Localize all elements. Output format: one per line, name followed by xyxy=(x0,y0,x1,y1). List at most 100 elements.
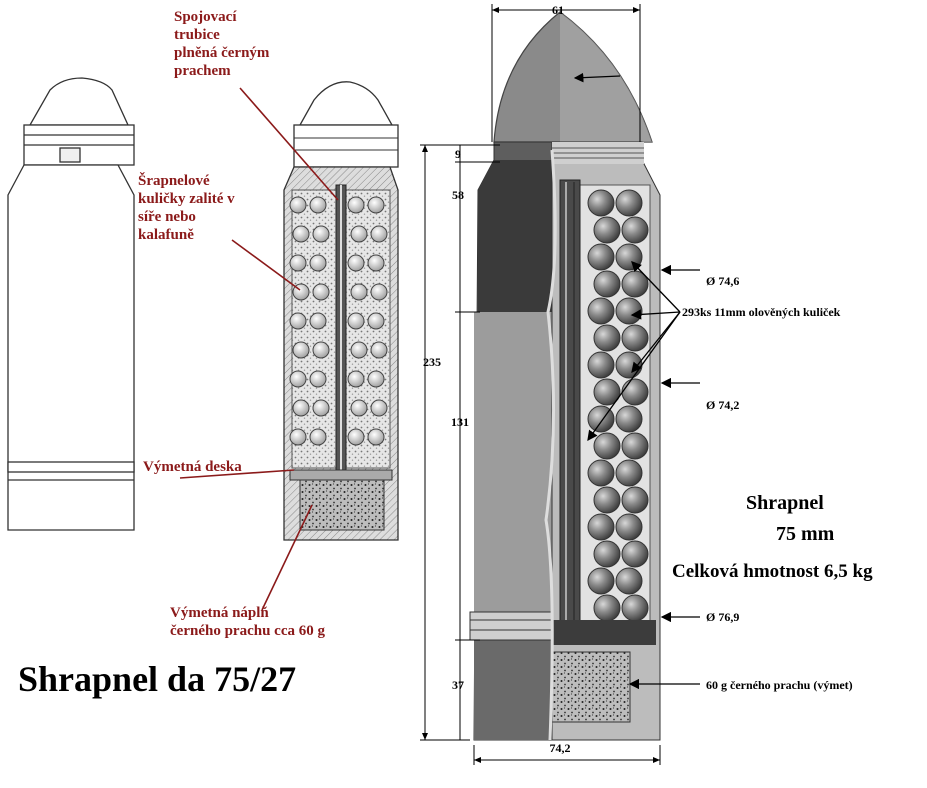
shrapnel-caliber: 75 mm xyxy=(776,523,835,545)
left-leader-lines xyxy=(179,87,339,611)
dimension-arrows xyxy=(422,7,660,763)
shrapnel-ball xyxy=(312,399,330,417)
lead-ball xyxy=(621,216,649,244)
shrapnel-ball xyxy=(370,225,388,243)
shrapnel-name: Shrapnel xyxy=(746,492,824,514)
shrapnel-ball xyxy=(347,196,365,214)
diameter-74-6: Ø 74,6 xyxy=(706,274,739,288)
dim-58: 58 xyxy=(452,188,464,202)
label-trubice: Spojovací trubice plněná černým prachem xyxy=(174,8,269,80)
diameter-74-2: Ø 74,2 xyxy=(706,398,739,412)
shrapnel-ball xyxy=(309,370,327,388)
dim-9: 9 xyxy=(455,147,461,161)
shrapnel-ball xyxy=(312,225,330,243)
label-kulicky: Šrapnelové kuličky zalité v síře nebo ka… xyxy=(138,172,235,244)
lead-ball xyxy=(587,351,615,379)
lead-ball xyxy=(621,324,649,352)
shrapnel-ball xyxy=(292,341,310,359)
shrapnel-ball xyxy=(350,283,368,301)
shrapnel-ball xyxy=(350,399,368,417)
lead-ball xyxy=(593,324,621,352)
label-kulicky-line: Šrapnelové xyxy=(138,173,210,189)
lead-ball xyxy=(593,594,621,622)
exterior-shell-drawing xyxy=(7,77,135,531)
shrapnel-ball xyxy=(309,196,327,214)
shrapnel-ball xyxy=(367,312,385,330)
shrapnel-ball xyxy=(347,428,365,446)
lead-ball xyxy=(587,297,615,325)
technical-cutaway xyxy=(469,11,661,741)
shrapnel-ball xyxy=(292,399,310,417)
lead-ball xyxy=(587,189,615,217)
lead-ball xyxy=(615,405,643,433)
shrapnel-ball xyxy=(350,225,368,243)
dim-top: 61 xyxy=(552,3,564,17)
label-vymetna-deska: Výmetná deska xyxy=(143,459,242,475)
lead-ball xyxy=(593,540,621,568)
lead-ball xyxy=(587,459,615,487)
lead-ball xyxy=(615,189,643,217)
label-trubice-line: trubice xyxy=(174,27,220,43)
lead-ball xyxy=(615,513,643,541)
lead-ball xyxy=(615,459,643,487)
shrapnel-ball xyxy=(289,312,307,330)
diameter-76-9: Ø 76,9 xyxy=(706,610,739,624)
shrapnel-ball xyxy=(370,283,388,301)
shrapnel-ball xyxy=(312,341,330,359)
lead-ball xyxy=(587,243,615,271)
annotation-arrows xyxy=(587,261,700,690)
dimension-lines xyxy=(420,4,661,765)
lead-ball xyxy=(593,432,621,460)
shrapnel-ball xyxy=(347,254,365,272)
lead-ball xyxy=(621,540,649,568)
lead-ball xyxy=(615,297,643,325)
dim-131: 131 xyxy=(451,415,469,429)
shrapnel-ball xyxy=(367,196,385,214)
lead-ball xyxy=(621,594,649,622)
dim-235: 235 xyxy=(423,355,441,369)
shrapnel-ball xyxy=(367,428,385,446)
label-kulicky-line: síře nebo xyxy=(138,209,196,225)
label-trubice-line: plněná černým xyxy=(174,45,270,61)
lead-ball xyxy=(621,378,649,406)
total-mass: Celková hmotnost 6,5 kg xyxy=(672,561,873,582)
lead-ball xyxy=(593,270,621,298)
left-title: Shrapnel da 75/27 xyxy=(18,659,297,699)
shrapnel-ball xyxy=(350,341,368,359)
shrapnel-ball xyxy=(370,399,388,417)
label-kulicky-line: kuličky zalité v xyxy=(138,191,235,207)
shrapnel-ball xyxy=(289,196,307,214)
lead-ball xyxy=(615,567,643,595)
shrapnel-ball xyxy=(289,370,307,388)
label-vymetna-napln: Výmetná náplň černého prachu cca 60 g xyxy=(170,604,325,640)
shrapnel-ball xyxy=(347,370,365,388)
label-trubice-line: prachem xyxy=(174,63,231,79)
label-napln-line: černého prachu cca 60 g xyxy=(170,623,325,639)
balls-label: 293ks 11mm olověných kuliček xyxy=(682,305,841,319)
lead-ball xyxy=(593,216,621,244)
label-napln-line: Výmetná náplň xyxy=(170,605,269,621)
shrapnel-ball xyxy=(312,283,330,301)
dim-37: 37 xyxy=(452,678,464,692)
lead-ball xyxy=(615,243,643,271)
shrapnel-ball xyxy=(292,225,310,243)
lead-ball xyxy=(621,432,649,460)
shrapnel-ball xyxy=(309,428,327,446)
lead-ball xyxy=(593,378,621,406)
shrapnel-ball xyxy=(367,370,385,388)
shrapnel-ball xyxy=(367,254,385,272)
shrapnel-ball xyxy=(289,428,307,446)
cutaway-shell-drawing xyxy=(283,81,399,541)
lead-ball xyxy=(587,513,615,541)
label-trubice-line: Spojovací xyxy=(174,9,237,25)
shrapnel-ball xyxy=(289,254,307,272)
lead-ball xyxy=(593,486,621,514)
label-kulicky-line: kalafuně xyxy=(138,227,194,243)
shrapnel-ball xyxy=(347,312,365,330)
shrapnel-ball xyxy=(370,341,388,359)
lead-ball xyxy=(587,567,615,595)
lead-ball xyxy=(621,486,649,514)
shrapnel-ball xyxy=(309,312,327,330)
